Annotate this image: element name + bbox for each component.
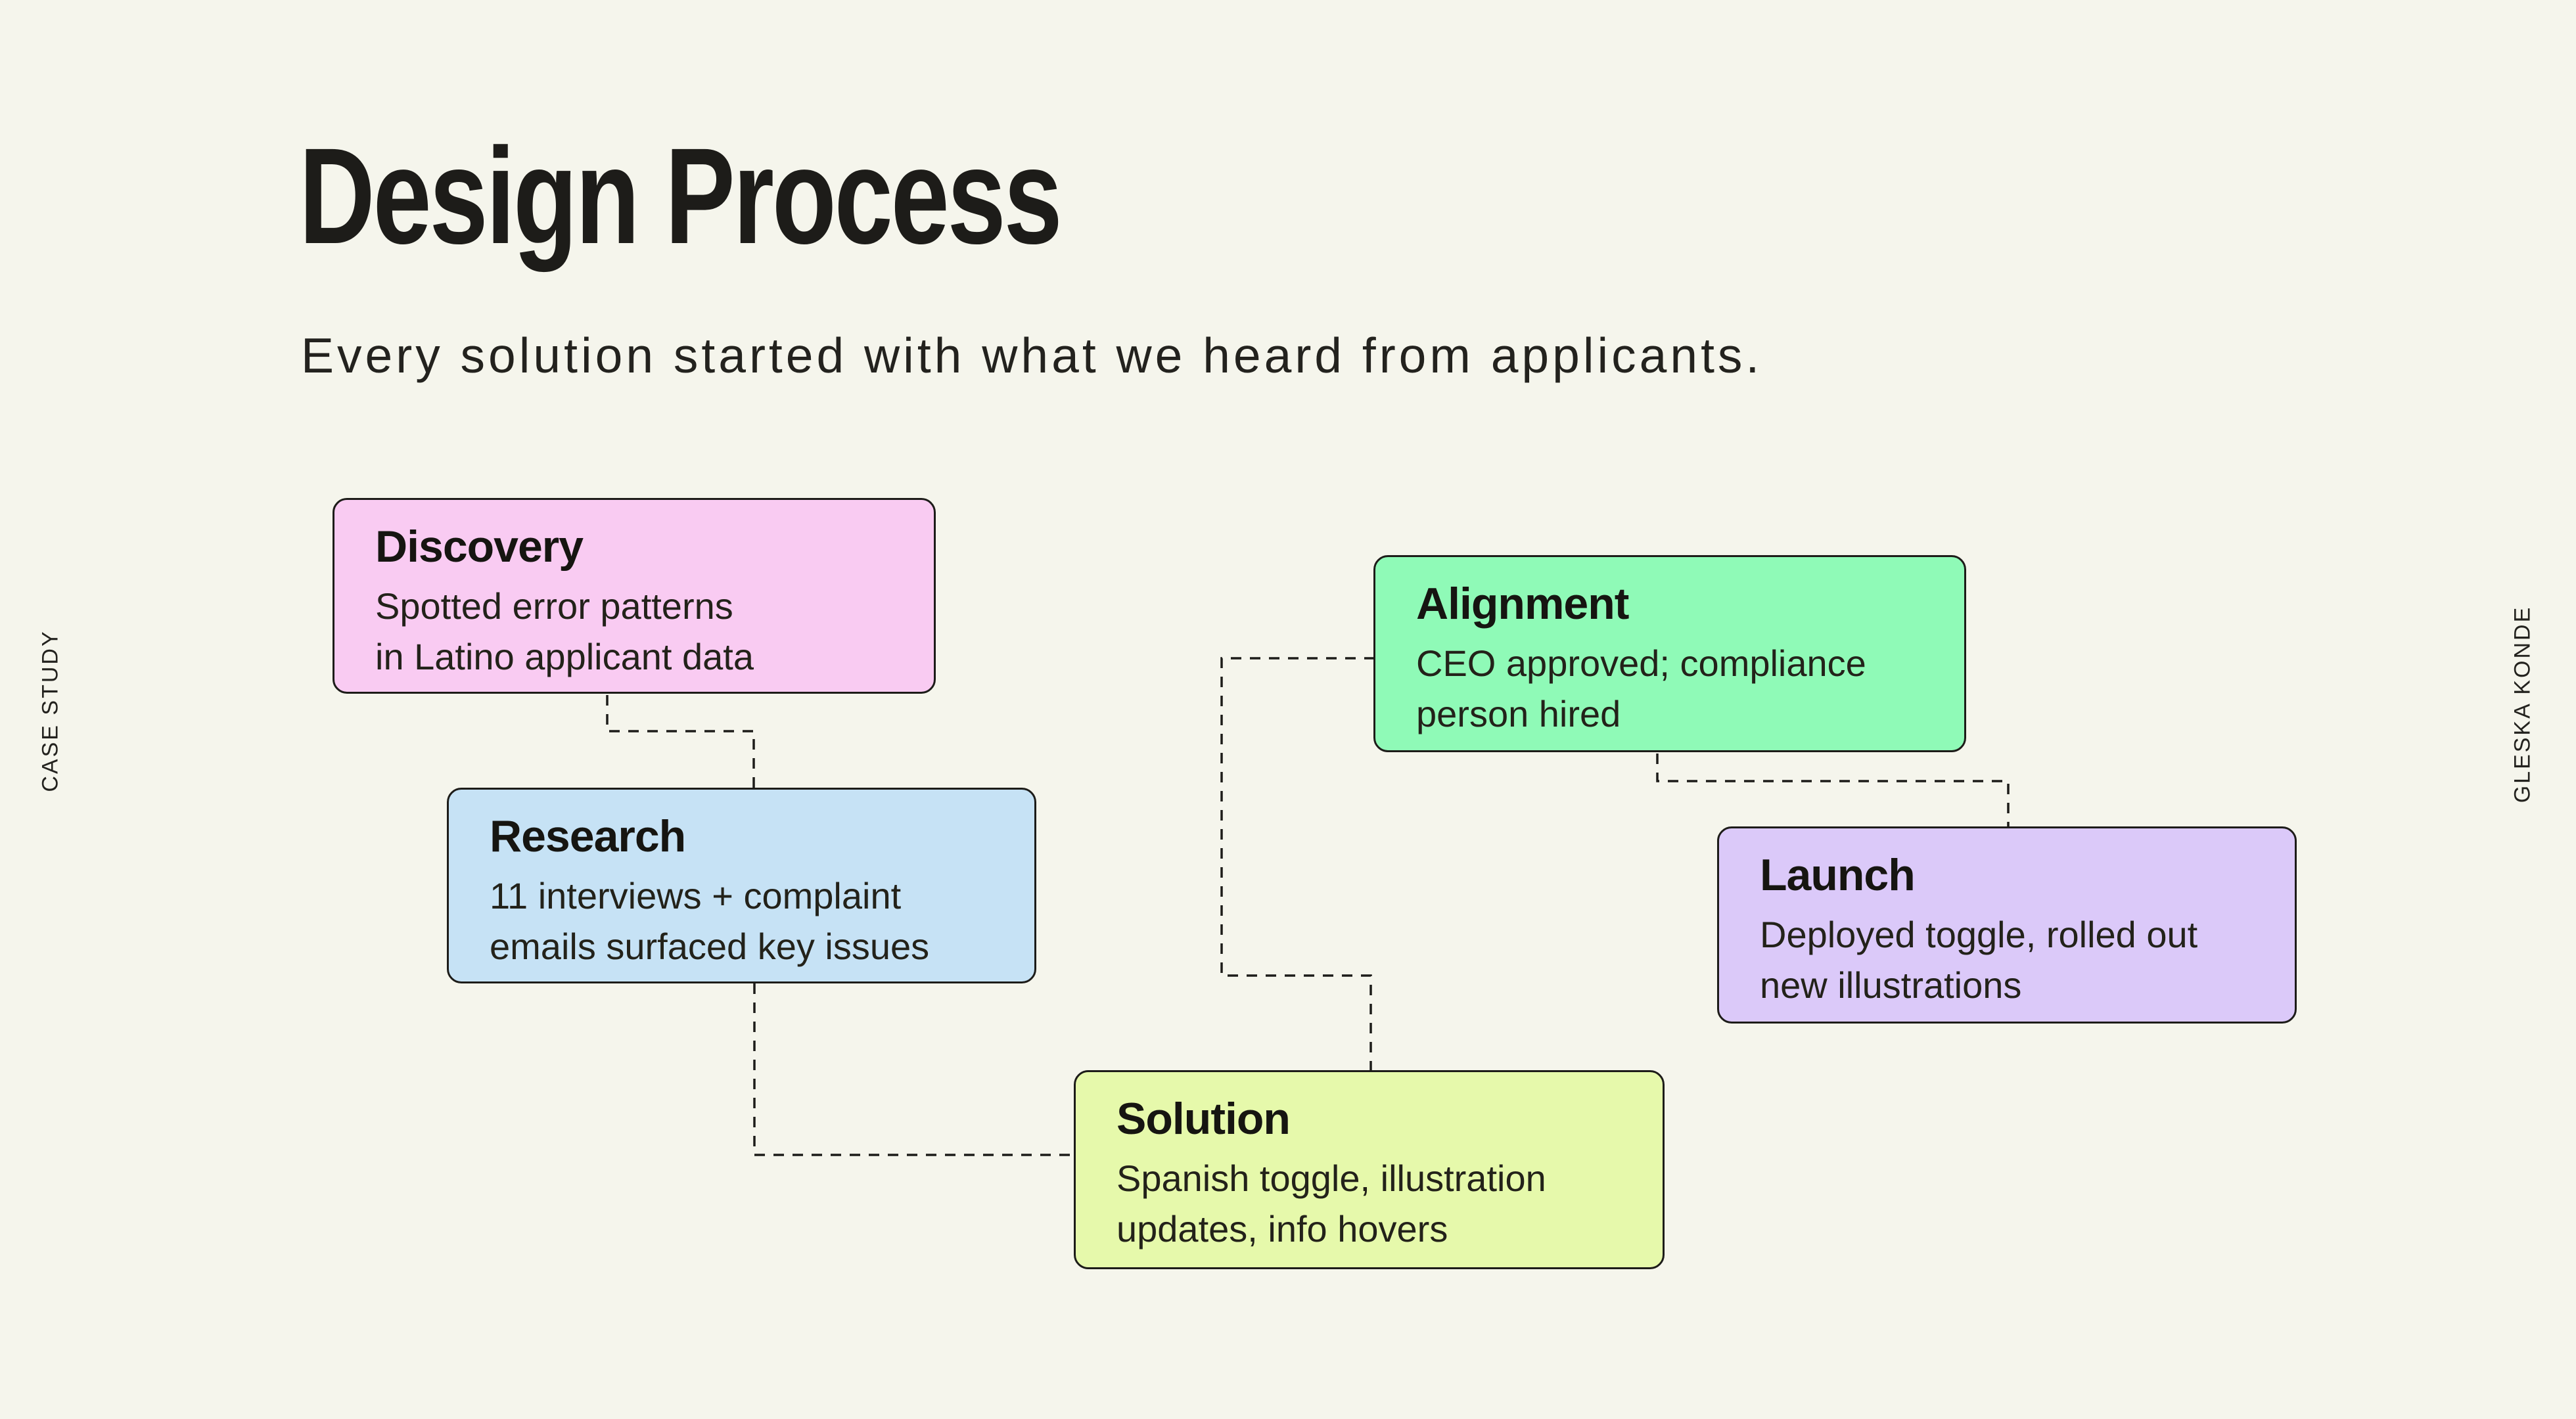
card-discovery: Discovery Spotted error patterns in Lati… — [333, 498, 936, 694]
card-solution-title: Solution — [1116, 1094, 1291, 1144]
connector-research-solution — [753, 983, 1075, 1156]
card-research-title: Research — [490, 811, 686, 861]
connector-solution-alignment — [1220, 657, 1375, 1071]
card-discovery-title: Discovery — [375, 522, 584, 572]
card-launch-body: Deployed toggle, rolled out new illustra… — [1760, 913, 2198, 1006]
card-alignment-body: CEO approved; compliance person hired — [1416, 642, 1866, 735]
card-solution-body: Spanish toggle, illustration updates, in… — [1116, 1157, 1546, 1250]
page-title-text: Design Process — [299, 120, 1063, 273]
card-research-body: 11 interviews + complaint emails surface… — [490, 874, 930, 968]
page-title: Design Process — [299, 128, 1288, 265]
card-launch: Launch Deployed toggle, rolled out new i… — [1717, 826, 2297, 1024]
connector-alignment-launch — [1656, 754, 2010, 828]
card-discovery-body: Spotted error patterns in Latino applica… — [375, 585, 754, 678]
page-subtitle: Every solution started with what we hear… — [301, 328, 1763, 383]
card-research: Research 11 interviews + complaint email… — [447, 788, 1036, 983]
card-solution: Solution Spanish toggle, illustration up… — [1074, 1070, 1665, 1269]
card-launch-title: Launch — [1760, 850, 1916, 900]
card-alignment: Alignment CEO approved; compliance perso… — [1373, 555, 1966, 752]
connector-discovery-research — [606, 695, 755, 789]
card-alignment-title: Alignment — [1416, 579, 1629, 629]
